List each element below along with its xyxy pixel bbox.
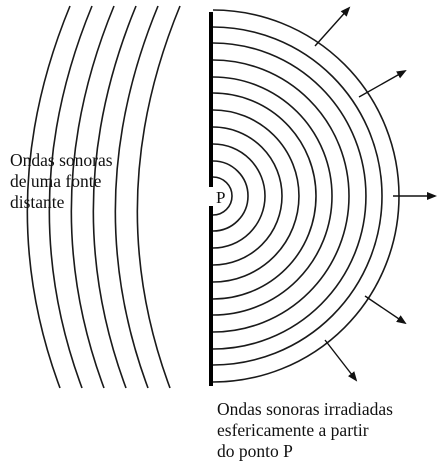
radiated-wavefront [212, 176, 233, 216]
arrow-lower-right [364, 295, 407, 325]
arrow-upper [314, 6, 351, 47]
radiated-wavefront [212, 109, 300, 283]
incoming-waves-label: Ondas sonoras de uma fonte distante [10, 150, 113, 213]
incoming-wavefront [48, 5, 93, 389]
radiated-wavefront [212, 42, 367, 350]
incoming-wavefront [92, 5, 137, 389]
radiated-wavefront [212, 9, 400, 383]
arrow-lower [324, 339, 358, 382]
incoming-waves-label-line: Ondas sonoras [10, 150, 113, 170]
radiated-wavefront [212, 59, 350, 333]
incoming-waves-label-line: distante [10, 192, 65, 212]
radiated-wavefront [212, 92, 317, 300]
radiated-wavefront [212, 126, 283, 266]
radiated-wavefront [212, 143, 266, 249]
arrow-upper-right [358, 70, 407, 98]
incoming-wavefront [114, 5, 159, 389]
incoming-wavefronts [26, 5, 181, 389]
radiated-wavefront [212, 160, 249, 232]
radiated-waves-label-line: do ponto P [217, 441, 293, 461]
radiated-wavefront [212, 76, 333, 316]
incoming-waves-label-line: de uma fonte [10, 171, 102, 191]
radiated-wavefront [212, 26, 383, 366]
radiation-arrows [314, 6, 437, 382]
incoming-wavefront [26, 5, 71, 389]
radiated-waves-label: Ondas sonoras irradiadas esfericamente a… [217, 399, 393, 462]
radiated-waves-label-line: Ondas sonoras irradiadas [217, 399, 393, 419]
radiated-wavefronts [212, 9, 400, 383]
point-p-label: P [216, 188, 226, 207]
radiated-waves-label-line: esfericamente a partir [217, 420, 369, 440]
incoming-wavefront [136, 5, 181, 389]
incoming-wavefront [70, 5, 115, 389]
